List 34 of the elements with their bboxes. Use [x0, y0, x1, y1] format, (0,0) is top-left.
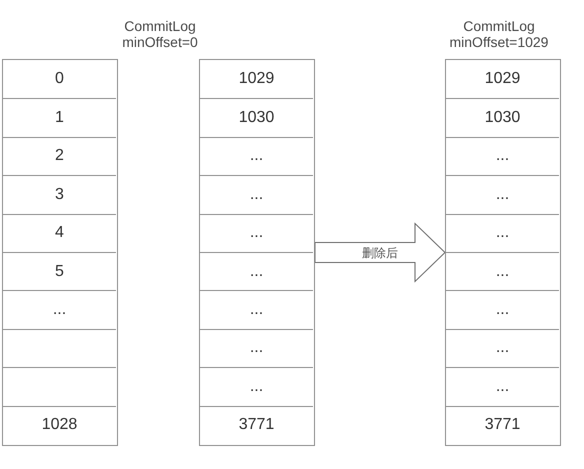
offset-cell: ...	[200, 328, 313, 368]
offset-cell: ...	[200, 136, 313, 176]
offset-cell: ...	[446, 367, 559, 406]
offset-cell: 3771	[200, 406, 313, 444]
offset-cell: 5	[3, 252, 116, 290]
offset-cell: 1029	[446, 60, 559, 98]
offset-cell: 2	[3, 136, 116, 176]
offset-cell: ...	[446, 214, 559, 252]
column-heading: CommitLog minOffset=1029	[448, 18, 550, 50]
offset-cell: 1028	[3, 406, 116, 444]
log-column	[199, 59, 315, 446]
offset-cell: 3771	[446, 406, 559, 444]
offset-cell: ...	[200, 252, 313, 290]
offset-cell: 0	[3, 60, 116, 98]
offset-cell: 1030	[446, 98, 559, 137]
offset-cell: 1030	[200, 98, 313, 137]
offset-cell: ...	[200, 290, 313, 329]
offset-cell: ...	[446, 252, 559, 290]
offset-cell: 4	[3, 214, 116, 252]
offset-cell: 3	[3, 175, 116, 214]
offset-cell: ...	[200, 175, 313, 214]
offset-cell: 1029	[200, 60, 313, 98]
offset-cell: ...	[446, 328, 559, 368]
offset-cell: ...	[200, 367, 313, 406]
offset-cell: ...	[446, 136, 559, 176]
offset-cell: ...	[446, 175, 559, 214]
log-column	[445, 59, 561, 446]
column-heading: CommitLog minOffset=0	[121, 18, 199, 50]
edge-label: 删除后	[361, 246, 399, 260]
offset-cell: 1	[3, 98, 116, 137]
offset-cell: ...	[200, 214, 313, 252]
offset-cell: ...	[3, 290, 116, 329]
log-column	[2, 59, 118, 446]
offset-cell: ...	[446, 290, 559, 329]
